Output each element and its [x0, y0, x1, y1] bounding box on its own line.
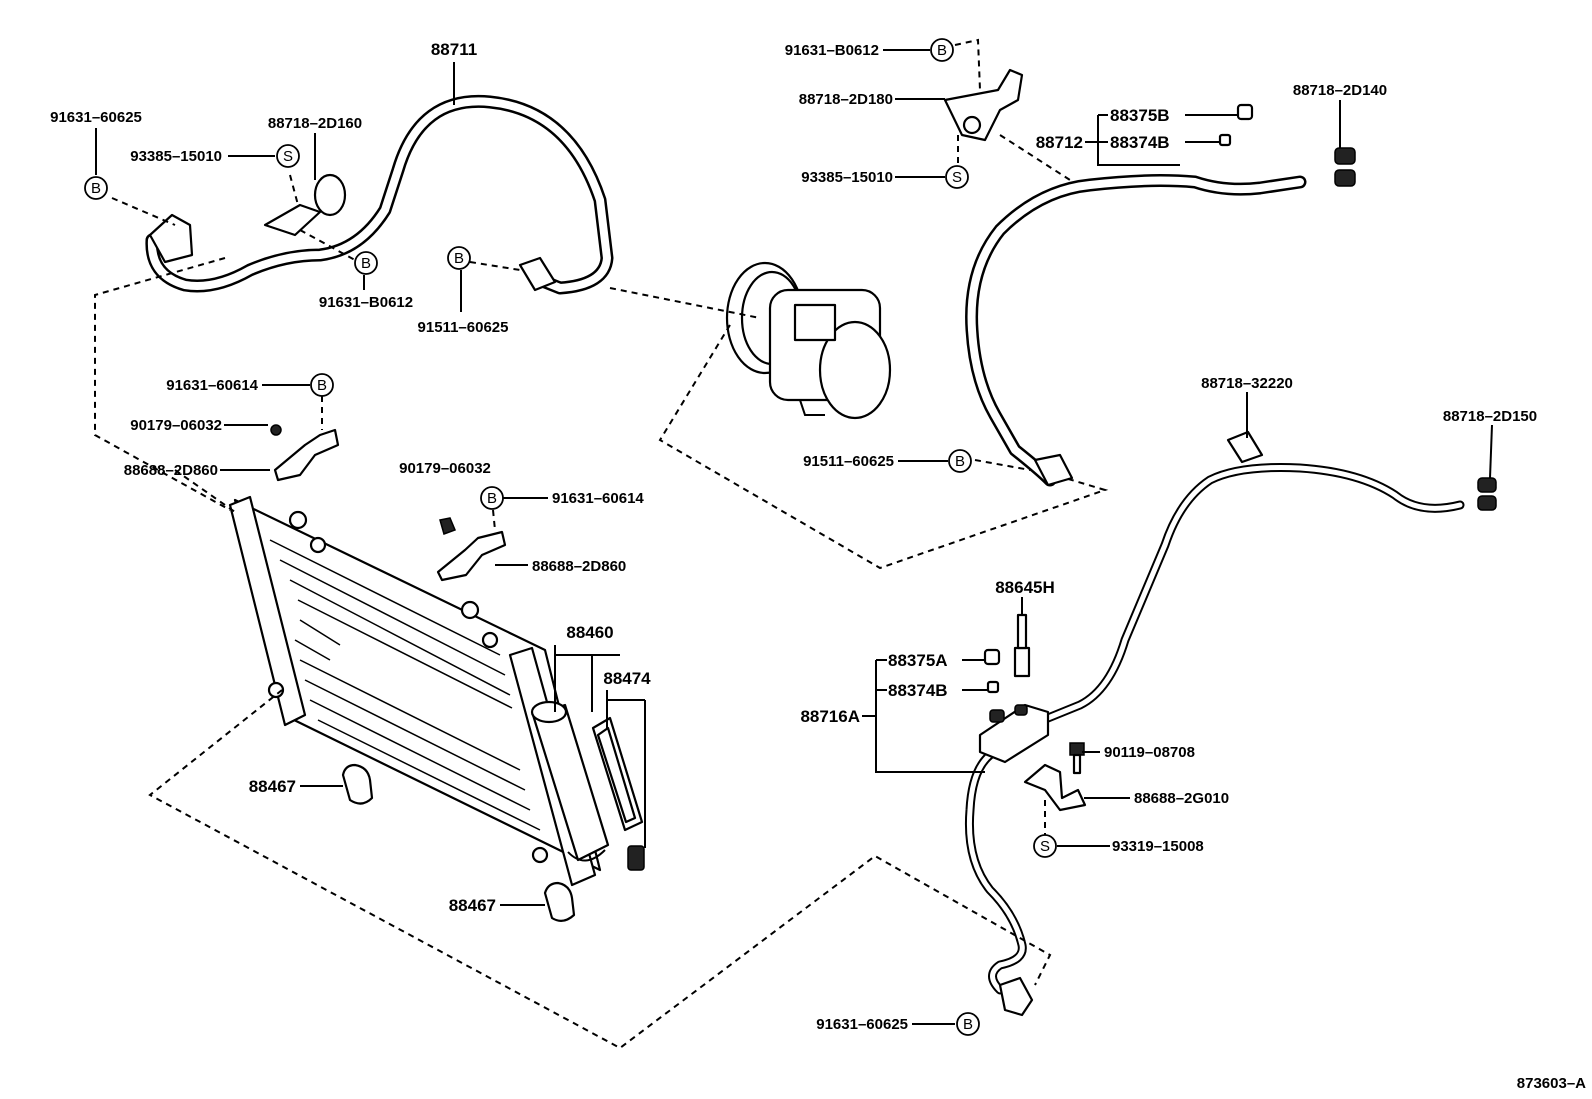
cap-88375B — [1236, 103, 1254, 121]
cap-88374B-b — [986, 680, 1000, 694]
svg-text:B: B — [937, 42, 947, 59]
tube-88716A — [964, 750, 1027, 995]
label-88374B-b: 88374B — [888, 681, 948, 700]
cap-88375A — [983, 648, 1001, 666]
label-90119-08708: 90119–08708 — [1104, 744, 1195, 761]
bracket-88718-2D180 — [943, 68, 1024, 142]
label-91631-B0612-l: 91631–B0612 — [319, 294, 413, 311]
svg-text:B: B — [91, 180, 101, 197]
filter-88474 — [591, 716, 645, 871]
label-88718-2D160: 88718–2D160 — [268, 115, 362, 132]
symbol-b-l3: B — [310, 373, 334, 397]
label-88375B: 88375B — [1110, 106, 1170, 125]
label-88688-2G010: 88688–2G010 — [1134, 790, 1229, 807]
label-reference-number: 873603–A — [1517, 1075, 1586, 1092]
svg-text:B: B — [454, 250, 464, 267]
symbol-b-l1: B — [354, 251, 378, 275]
bracket-88688-2G010 — [1023, 763, 1087, 812]
symbol-b-r: B — [948, 449, 972, 473]
svg-text:S: S — [952, 169, 962, 186]
label-88374B-t: 88374B — [1110, 133, 1170, 152]
nut-88718-2D140 — [1334, 147, 1356, 187]
svg-text:B: B — [487, 490, 497, 507]
nut-88718-2D150 — [1477, 477, 1497, 511]
clamp-88718-32220 — [1226, 430, 1264, 464]
symbol-b-tr: B — [930, 38, 954, 62]
bracket-88688-2D860-mid — [436, 517, 507, 582]
label-88718-2D140: 88718–2D140 — [1293, 82, 1387, 99]
symbol-s-l: S — [276, 144, 300, 168]
tube-88718-2D150 — [1043, 463, 1465, 723]
symbol-b-m: B — [480, 486, 504, 510]
label-91511-60625-l: 91511–60625 — [418, 319, 509, 336]
label-88718-32220: 88718–32220 — [1201, 375, 1293, 392]
label-91631-60625-b: 91631–60625 — [816, 1016, 908, 1033]
label-90179-06032-m: 90179–06032 — [399, 460, 491, 477]
label-93385-15010-r: 93385–15010 — [801, 169, 893, 186]
label-88460: 88460 — [566, 623, 613, 642]
label-88645H: 88645H — [995, 578, 1055, 597]
label-88474: 88474 — [603, 669, 651, 688]
switch-88645H — [1013, 613, 1031, 678]
label-91631-60614-l: 91631–60614 — [166, 377, 258, 394]
label-91511-60625-r: 91511–60625 — [803, 453, 894, 470]
bolt-90119-08708 — [1069, 742, 1085, 775]
svg-text:B: B — [361, 255, 371, 272]
symbol-s-tr: S — [945, 165, 969, 189]
fitting-bottom-block — [998, 976, 1034, 1017]
leader-lines — [95, 49, 1493, 1025]
label-88375A: 88375A — [888, 651, 948, 670]
label-88467-a: 88467 — [249, 777, 296, 796]
label-90179-06032-l: 90179–06032 — [130, 417, 222, 434]
cushion-88467-b — [543, 881, 576, 922]
label-93319-15008: 93319–15008 — [1112, 838, 1204, 855]
svg-text:S: S — [283, 148, 293, 165]
symbol-b-tl: B — [84, 176, 108, 200]
label-88718-2D180: 88718–2D180 — [799, 91, 893, 108]
label-88718-2D150: 88718–2D150 — [1443, 408, 1537, 425]
label-88711: 88711 — [431, 40, 477, 59]
svg-text:B: B — [317, 377, 327, 394]
label-88712: 88712 — [1036, 133, 1083, 152]
label-88467-b: 88467 — [449, 896, 496, 915]
compressor — [725, 261, 892, 420]
label-91631-60625-tl: 91631–60625 — [50, 109, 142, 126]
fitting-right-compressor — [1033, 453, 1074, 487]
part-labels: 88711 91631–60625 88718–2D160 93385–1501… — [50, 40, 1586, 1092]
label-93385-15010-l: 93385–15010 — [130, 148, 222, 165]
fitting-top-left — [148, 213, 194, 264]
fitting-left-compressor — [518, 256, 557, 292]
label-88688-2D860-l: 88688–2D860 — [124, 462, 218, 479]
svg-text:B: B — [963, 1016, 973, 1033]
hose-88712 — [965, 174, 1307, 487]
symbol-b-b: B — [956, 1012, 980, 1036]
clamp-88718-2D160 — [263, 173, 347, 237]
bracket-88688-2D860-left — [270, 424, 340, 482]
label-88688-2D860-m: 88688–2D860 — [532, 558, 626, 575]
condenser — [228, 495, 602, 887]
label-88716A: 88716A — [800, 707, 860, 726]
svg-text:B: B — [955, 453, 965, 470]
symbol-s-br: S — [1033, 834, 1057, 858]
symbol-b-l2: B — [447, 246, 471, 270]
label-91631-60614-m: 91631–60614 — [552, 490, 644, 507]
hose-88711 — [145, 94, 614, 295]
label-91631-B0612-r: 91631–B0612 — [785, 42, 879, 59]
receiver-dryer-88460 — [530, 700, 610, 862]
cushion-88467-a — [341, 763, 374, 805]
cap-88374B-t — [1218, 133, 1232, 147]
block-88716A — [978, 703, 1050, 764]
dashed-guides — [94, 38, 1109, 1050]
svg-text:S: S — [1040, 838, 1050, 855]
